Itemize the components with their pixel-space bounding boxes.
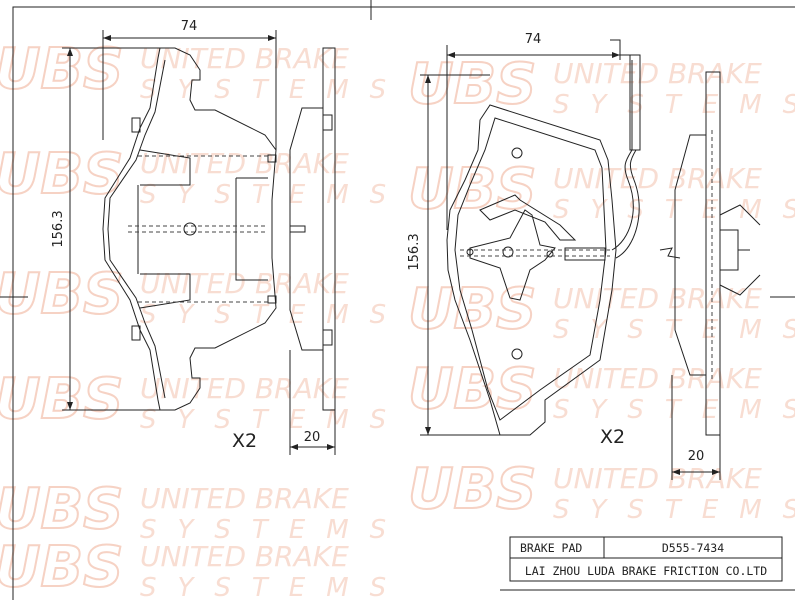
watermark-text: UNITED BRAKE: [553, 462, 762, 495]
company-name: LAI ZHOU LUDA BRAKE FRICTION CO.LTD: [525, 564, 767, 578]
watermark-text: UNITED BRAKE: [140, 42, 349, 75]
watermark-text: UNITED BRAKE: [553, 282, 762, 315]
watermark-text: UBS: [408, 52, 537, 117]
left-pad-front-view: [102, 47, 277, 411]
watermark-text: UBS: [408, 357, 537, 422]
right-dimensions: 74 156.3 20 X2: [407, 32, 721, 480]
watermark-text: SYSTEMS: [553, 315, 795, 345]
right-height-dimension: 156.3: [407, 233, 422, 270]
watermark-text: SYSTEMS: [140, 405, 407, 435]
watermark-text: SYSTEMS: [140, 515, 407, 545]
watermark-text: UBS: [0, 142, 124, 207]
left-thickness-dimension: 20: [304, 430, 321, 445]
watermark-text: SYSTEMS: [553, 195, 795, 225]
watermark-text: SYSTEMS: [140, 75, 407, 105]
watermark-text: UNITED BRAKE: [140, 482, 349, 515]
watermark-text: UNITED BRAKE: [553, 57, 762, 90]
left-quantity-label: X2: [232, 430, 257, 452]
watermark-text: UBS: [0, 367, 124, 432]
watermark-text: UBS: [0, 477, 124, 542]
right-quantity-label: X2: [600, 426, 625, 448]
watermark-text: UNITED BRAKE: [553, 362, 762, 395]
watermark-text: UNITED BRAKE: [553, 162, 762, 195]
watermark-text: UNITED BRAKE: [140, 267, 349, 300]
watermark-text: UBS: [408, 457, 537, 522]
left-width-dimension: 74: [181, 19, 198, 34]
right-thickness-dimension: 20: [688, 449, 705, 464]
part-number: D555-7434: [662, 541, 724, 555]
watermark-text: SYSTEMS: [553, 495, 795, 525]
watermark-text: UNITED BRAKE: [140, 540, 349, 573]
watermark-text: SYSTEMS: [553, 90, 795, 120]
watermark-text: SYSTEMS: [140, 573, 407, 600]
right-width-dimension: 74: [525, 32, 542, 47]
watermark-text: SYSTEMS: [553, 395, 795, 425]
watermark-text: UBS: [0, 262, 124, 327]
watermark-text: UNITED BRAKE: [140, 147, 349, 180]
watermark-text: UNITED BRAKE: [140, 372, 349, 405]
watermark-text: UBS: [408, 157, 537, 222]
title-block: BRAKE PAD D555-7434 LAI ZHOU LUDA BRAKE …: [509, 536, 783, 582]
left-height-dimension: 156.3: [51, 210, 66, 247]
left-dimensions: 74 156.3 20 X2: [51, 19, 336, 455]
watermark-text: SYSTEMS: [140, 300, 407, 330]
part-name: BRAKE PAD: [520, 541, 582, 555]
watermark-text: UBS: [0, 37, 124, 102]
watermark-text: UBS: [0, 535, 124, 600]
